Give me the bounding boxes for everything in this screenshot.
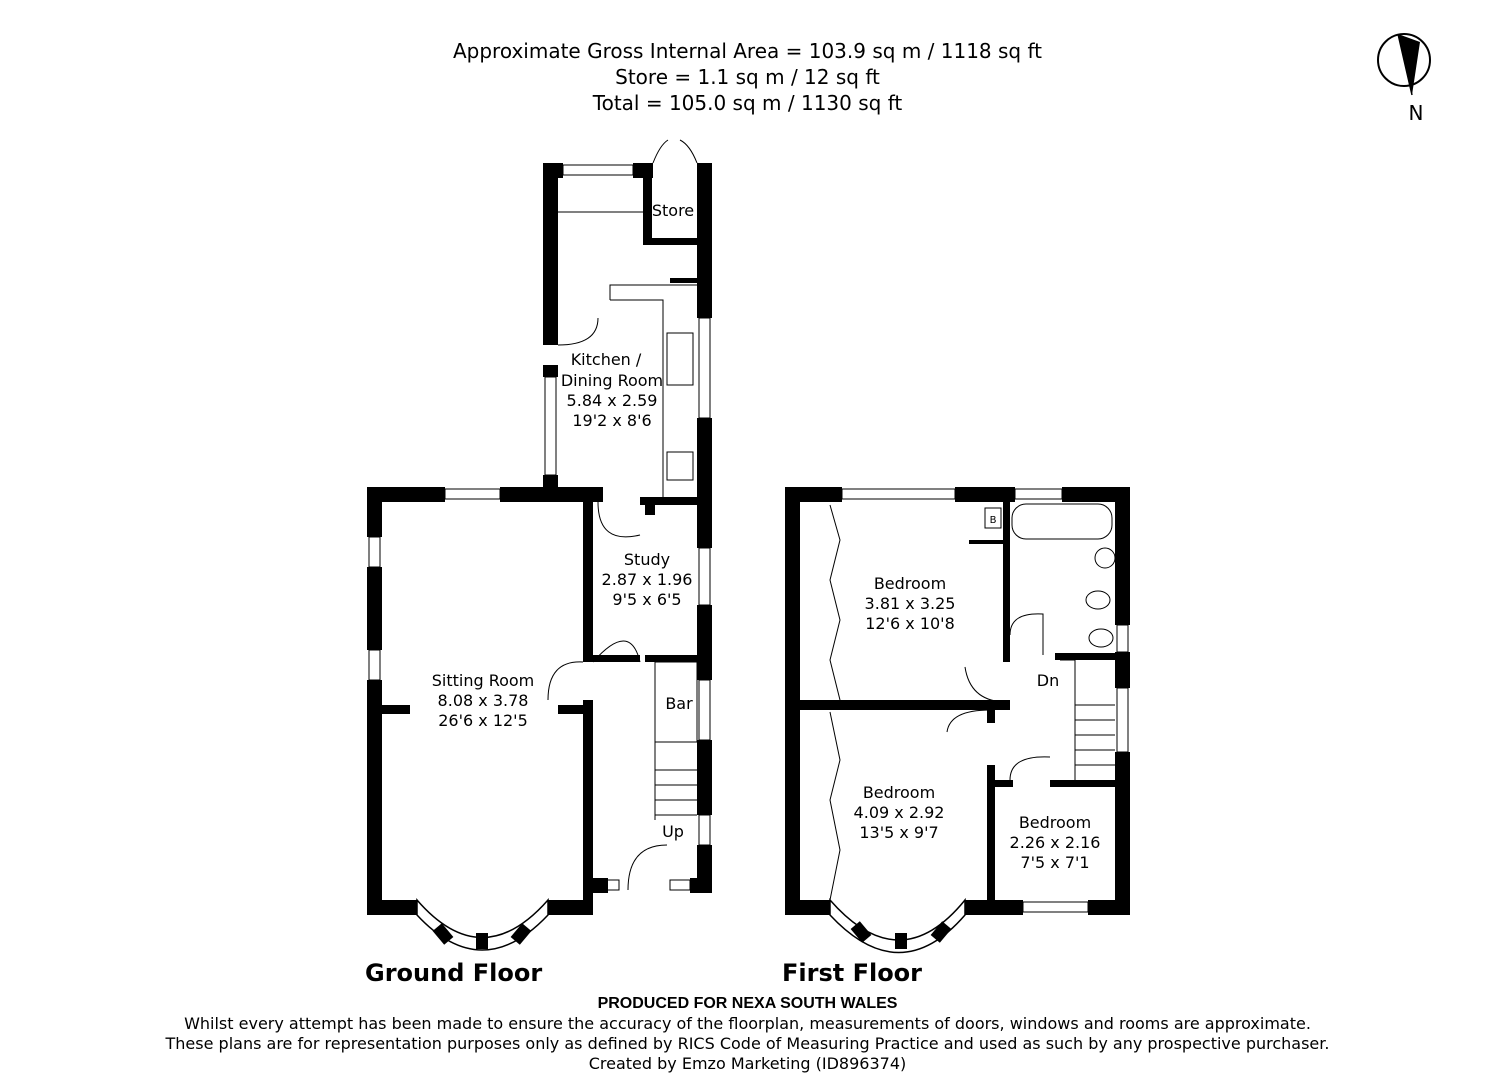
disclaimer-line1: Whilst every attempt has been made to en…: [184, 1014, 1311, 1033]
sitting-room-imperial: 26'6 x 12'5: [438, 711, 528, 730]
kitchen-metric: 5.84 x 2.59: [567, 391, 658, 410]
gross-area-text: Approximate Gross Internal Area = 103.9 …: [452, 39, 1043, 63]
boiler-label: B: [990, 515, 997, 526]
store-label: Store: [652, 201, 694, 220]
sitting-room-metric: 8.08 x 3.78: [438, 691, 529, 710]
bedroom2-label: Bedroom: [863, 783, 935, 802]
study-metric: 2.87 x 1.96: [602, 570, 693, 589]
store-area-text: Store = 1.1 sq m / 12 sq ft: [615, 65, 880, 89]
bedroom1-imperial: 12'6 x 10'8: [865, 614, 955, 633]
first-floor-title: First Floor: [782, 959, 922, 987]
stairs-up-label: Up: [662, 822, 684, 841]
ground-floor-plan: [367, 163, 712, 951]
kitchen-imperial: 19'2 x 8'6: [572, 411, 651, 430]
bedroom3-imperial: 7'5 x 7'1: [1020, 853, 1089, 872]
disclaimer-line2: These plans are for representation purpo…: [165, 1034, 1330, 1053]
bedroom3-metric: 2.26 x 2.16: [1010, 833, 1101, 852]
kitchen-label-line1: Kitchen /: [571, 350, 642, 369]
credits-text: Created by Emzo Marketing (ID896374): [588, 1054, 907, 1073]
ground-floor-title: Ground Floor: [365, 959, 542, 987]
bedroom2-metric: 4.09 x 2.92: [854, 803, 945, 822]
bedroom1-metric: 3.81 x 3.25: [865, 594, 956, 613]
bar-label: Bar: [665, 694, 693, 713]
bedroom3-label: Bedroom: [1019, 813, 1091, 832]
bedroom2-imperial: 13'5 x 9'7: [859, 823, 938, 842]
total-area-text: Total = 105.0 sq m / 1130 sq ft: [592, 91, 903, 115]
produced-for-text: PRODUCED FOR NEXA SOUTH WALES: [597, 995, 898, 1012]
compass-label: N: [1409, 101, 1424, 125]
first-floor-fixtures: [829, 488, 1129, 913]
study-imperial: 9'5 x 6'5: [612, 590, 681, 609]
first-floor-plan: [785, 487, 1130, 954]
sitting-room-label: Sitting Room: [432, 671, 535, 690]
stairs-down-label: Dn: [1037, 671, 1059, 690]
north-compass-icon: N: [1377, 33, 1431, 125]
ground-floor-fixtures: [368, 139, 711, 891]
study-label: Study: [624, 550, 670, 569]
bedroom1-label: Bedroom: [874, 574, 946, 593]
kitchen-label-line2: Dining Room: [561, 371, 663, 390]
